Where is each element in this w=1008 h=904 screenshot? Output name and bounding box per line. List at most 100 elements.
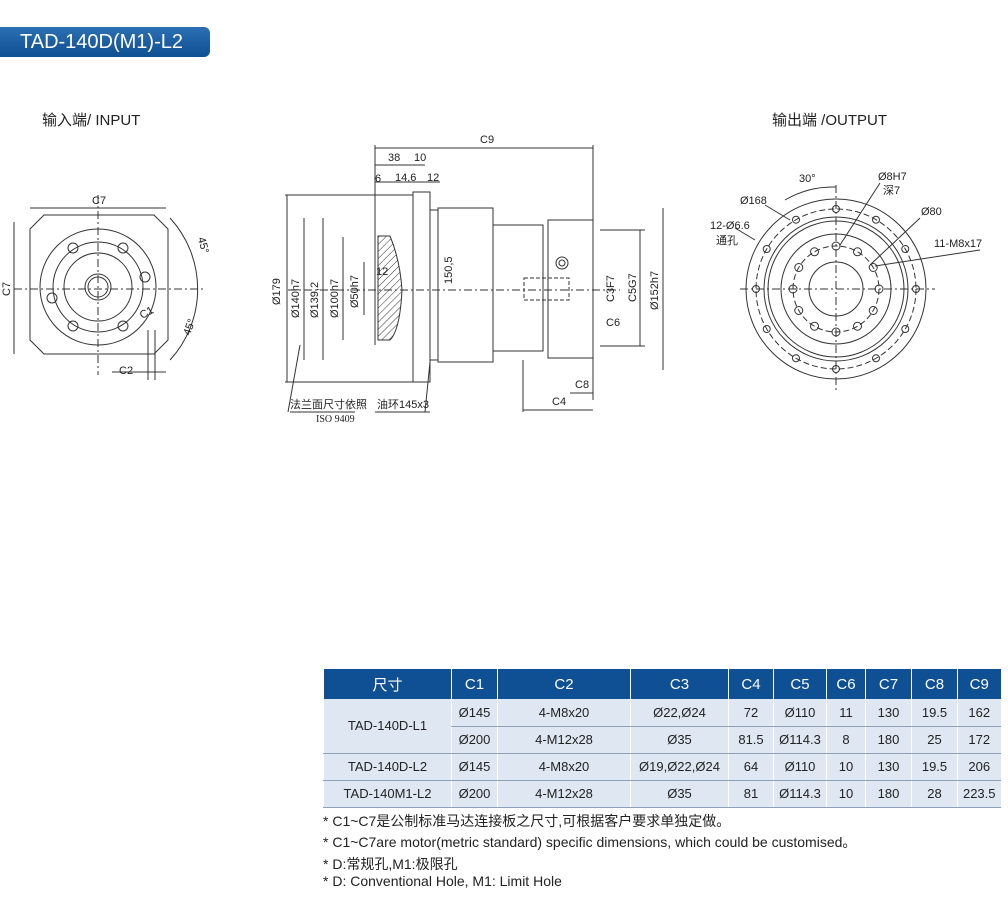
cell-c1: Ø200	[451, 726, 498, 754]
cell-c7: 180	[865, 780, 912, 808]
through-hole	[762, 245, 771, 253]
dim-12: 12	[427, 172, 440, 184]
angle-30: 30°	[799, 173, 816, 185]
tapped-hole	[794, 263, 804, 272]
cell-c6: 10	[826, 780, 866, 808]
tapped-hole	[853, 321, 862, 331]
note-2: * C1~C7are motor(metric standard) specif…	[323, 834, 857, 850]
header-c4: C4	[728, 669, 774, 699]
header-c9: C9	[957, 669, 1001, 699]
dim-12-key: 12	[376, 266, 389, 278]
header-c7: C7	[865, 669, 912, 699]
through-hole	[901, 325, 910, 333]
cell-c7: 130	[865, 699, 912, 727]
through-hole	[872, 354, 880, 363]
cell-c7: 180	[865, 726, 912, 754]
cell-c7: 130	[865, 753, 912, 781]
dim-c6: C6	[606, 317, 621, 329]
cell-c3: Ø22,Ø24	[630, 699, 729, 727]
model-cell: TAD-140M1-L2	[323, 780, 452, 808]
cell-c4: 64	[728, 753, 774, 781]
through-hole	[762, 325, 771, 333]
side-section-view	[285, 145, 664, 413]
tapped-hole	[810, 321, 819, 331]
cell-c2: 4-M12x28	[497, 726, 631, 754]
cell-c9: 162	[957, 699, 1001, 727]
cell-c8: 19.5	[911, 753, 958, 781]
cell-c8: 28	[911, 780, 958, 808]
tapped-hole	[810, 247, 819, 257]
cell-c3: Ø35	[630, 780, 729, 808]
header-c8: C8	[911, 669, 958, 699]
header-size: 尺寸	[323, 669, 452, 699]
header-c5: C5	[773, 669, 827, 699]
bore-dim: Ø80	[921, 206, 942, 218]
header-c1: C1	[451, 669, 498, 699]
note-4: * D: Conventional Hole, M1: Limit Hole	[323, 873, 562, 889]
dim-c8: C8	[575, 379, 590, 391]
cell-c6: 8	[826, 726, 866, 754]
pin-depth: 深7	[883, 185, 901, 197]
dim-d179: Ø179	[271, 278, 283, 305]
dim-d139-2: Ø139,2	[309, 281, 321, 318]
pcd-dim: Ø168	[740, 195, 767, 207]
header-c3: C3	[630, 669, 729, 699]
cell-c1: Ø145	[451, 699, 498, 727]
cell-c9: 172	[957, 726, 1001, 754]
input-heading: 输入端/ INPUT	[42, 112, 141, 129]
flange-note: 法兰面尺寸依照	[290, 399, 367, 411]
holes-dim: 12-Ø6.6	[710, 220, 750, 232]
note-3: * D:常规孔,M1:极限孔	[323, 856, 458, 872]
oring-note: 油环145x3	[377, 399, 429, 411]
cell-c3: Ø19,Ø22,Ø24	[630, 753, 729, 781]
cell-c8: 25	[911, 726, 958, 754]
holes-note: 通孔	[716, 235, 738, 247]
dim-10: 10	[414, 152, 427, 164]
model-cell: TAD-140D-L2	[323, 753, 452, 781]
iso-note: ISO 9409	[316, 414, 355, 425]
dim-d100: Ø100h7	[329, 278, 341, 318]
cell-c4: 81	[728, 780, 774, 808]
pin-dim: Ø8H7	[878, 171, 907, 183]
tapped-hole	[868, 263, 878, 272]
output-heading: 输出端 /OUTPUT	[772, 112, 887, 129]
model-cell: TAD-140D-L1	[323, 699, 452, 754]
dim-d50: Ø50h7	[349, 274, 361, 308]
dim-d140: Ø140h7	[290, 278, 302, 318]
cell-c2: 4-M8x20	[497, 753, 631, 781]
cell-c2: 4-M8x20	[497, 699, 631, 727]
dim-c3: C3F7	[605, 275, 617, 302]
dim-c4: C4	[552, 396, 567, 408]
dim-38: 38	[388, 152, 401, 164]
table-header-row: 尺寸 C1 C2 C3 C4 C5 C6 C7 C8 C9	[323, 669, 1001, 699]
cell-c5: Ø114.3	[773, 726, 827, 754]
cell-c3: Ø35	[630, 726, 729, 754]
note-1: * C1~C7是公制标准马达连接板之尺寸,可根据客户要求单独定做。	[323, 813, 731, 829]
dim-14-6: 14,6	[395, 172, 417, 184]
cell-c6: 10	[826, 753, 866, 781]
cell-c2: 4-M12x28	[497, 780, 631, 808]
dim-c5: C5G7	[627, 273, 639, 302]
cell-c9: 223.5	[957, 780, 1001, 808]
tapped-hole	[794, 306, 804, 315]
cell-c6: 11	[826, 699, 866, 727]
tapped-hole	[868, 306, 878, 315]
through-hole	[901, 245, 910, 253]
through-hole	[792, 215, 800, 224]
tapped-hole	[853, 247, 862, 257]
dim-c9: C9	[480, 134, 495, 146]
tapped-holes-dim: 11-M8x17	[934, 238, 983, 250]
dim-6: 6	[375, 173, 382, 185]
product-title: TAD-140D(M1)-L2	[0, 27, 210, 57]
cell-c1: Ø145	[451, 753, 498, 781]
cell-c4: 81.5	[728, 726, 774, 754]
output-flange-view	[734, 182, 981, 390]
dim-d152: Ø152h7	[649, 270, 661, 310]
cell-c1: Ø200	[451, 780, 498, 808]
through-hole	[792, 354, 800, 363]
header-c6: C6	[826, 669, 866, 699]
